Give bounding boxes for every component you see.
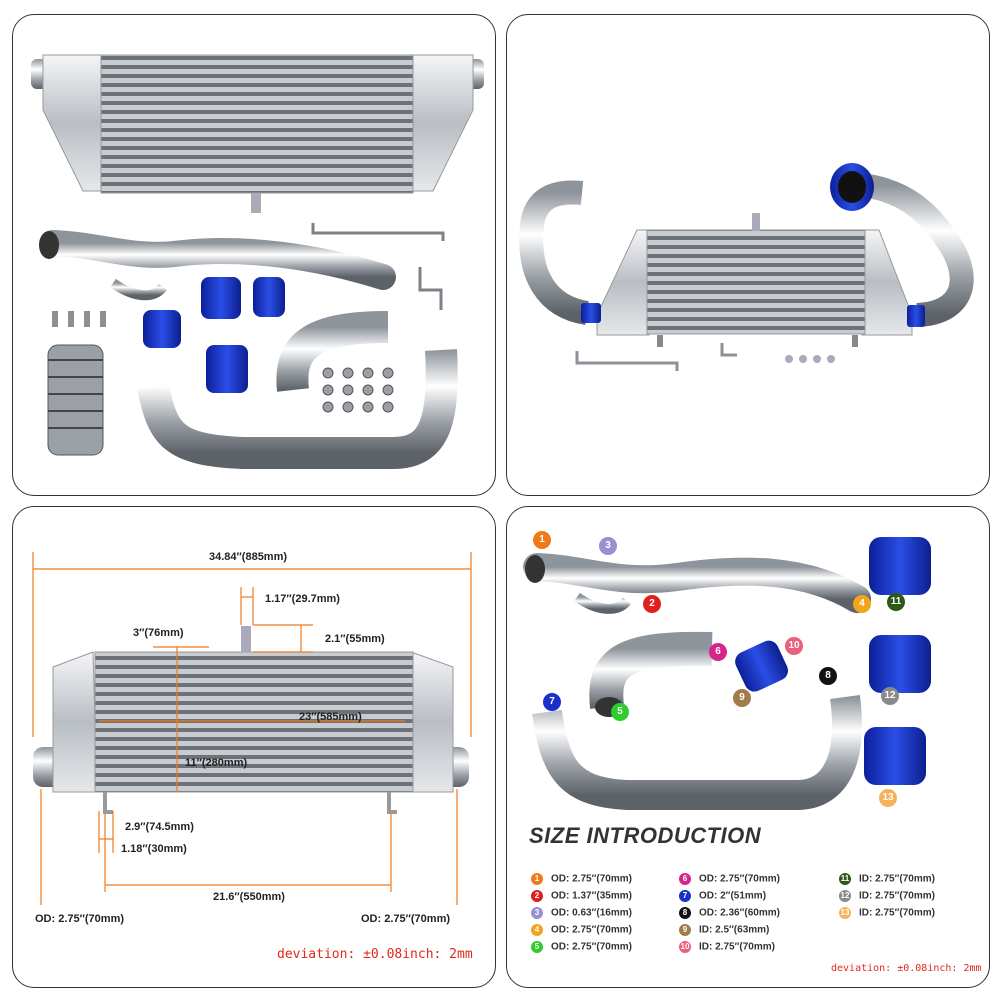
- size-introduction-panel: 1 3 2 4 11 6 10 8 9 12 7 5 13 SIZE INTRO…: [506, 506, 990, 988]
- dimension-intercooler: [33, 626, 469, 814]
- spec-item-5: 5 OD: 2.75″(70mm): [531, 941, 632, 953]
- mounting-brackets: [311, 223, 445, 310]
- deviation-note: deviation: ±0.08inch: 2mm: [277, 947, 473, 962]
- hose-clamps: [47, 344, 104, 456]
- spec-item-3: 3 OD: 0.63″(16mm): [531, 907, 632, 919]
- spec-text-13: ID: 2.75″(70mm): [859, 907, 935, 919]
- spec-text-10: ID: 2.75″(70mm): [699, 941, 775, 953]
- badge-2: 2: [643, 595, 661, 613]
- badge-9: 9: [733, 689, 751, 707]
- spec-text-11: ID: 2.75″(70mm): [859, 873, 935, 885]
- parts-diagram: [523, 537, 931, 810]
- spec-number-6: 6: [679, 873, 691, 885]
- left-piping: [519, 180, 590, 325]
- assembled-brackets: [575, 343, 737, 371]
- nuts-washers: [322, 367, 394, 413]
- badge-12: 12: [881, 687, 899, 705]
- dim-core-width: 23″(585mm): [299, 711, 362, 723]
- dim-od-left: OD: 2.75″(70mm): [35, 913, 125, 925]
- spec-item-12: 12 ID: 2.75″(70mm): [839, 890, 935, 902]
- u-pipe: [137, 349, 458, 469]
- bolts: [52, 311, 106, 327]
- spec-text-2: OD: 1.37″(35mm): [551, 890, 632, 902]
- upper-pipe: [39, 230, 396, 301]
- assembled-kit-image: [519, 163, 974, 371]
- badge-1: 1: [533, 531, 551, 549]
- badge-5: 5: [611, 703, 629, 721]
- badge-4: 4: [853, 595, 871, 613]
- spec-number-5: 5: [531, 941, 543, 953]
- intercooler-core: [31, 54, 484, 213]
- spec-text-9: ID: 2.5″(63mm): [699, 924, 770, 936]
- dimension-drawing: [32, 552, 472, 905]
- badge-6: 6: [709, 643, 727, 661]
- badge-13: 13: [879, 789, 897, 807]
- spec-item-6: 6 OD: 2.75″(70mm): [679, 873, 780, 885]
- right-piping: [860, 173, 974, 327]
- dim-total-width: 34.84″(885mm): [209, 551, 288, 563]
- silicone-couplers: [143, 277, 285, 393]
- spec-item-13: 13 ID: 2.75″(70mm): [839, 907, 935, 919]
- spec-number-2: 2: [531, 890, 543, 902]
- spec-item-11: 11 ID: 2.75″(70mm): [839, 873, 935, 885]
- badge-11: 11: [887, 593, 905, 611]
- spec-text-4: OD: 2.75″(70mm): [551, 924, 632, 936]
- spec-number-11: 11: [839, 873, 851, 885]
- p4-couplers: [735, 537, 931, 785]
- spec-text-12: ID: 2.75″(70mm): [859, 890, 935, 902]
- size-introduction-title: SIZE INTRODUCTION: [529, 823, 762, 848]
- spec-text-5: OD: 2.75″(70mm): [551, 941, 632, 953]
- spec-text-8: OD: 2.36″(60mm): [699, 907, 780, 919]
- badge-8: 8: [819, 667, 837, 685]
- dimension-lines: [32, 552, 472, 905]
- spec-number-9: 9: [679, 924, 691, 936]
- spec-number-4: 4: [531, 924, 543, 936]
- spec-text-7: OD: 2″(51mm): [699, 890, 767, 902]
- spec-item-2: 2 OD: 1.37″(35mm): [531, 890, 632, 902]
- dim-foot-span: 21.6″(550mm): [213, 891, 285, 903]
- kit-contents-panel: [12, 14, 496, 496]
- assembled-kit-panel: [506, 14, 990, 496]
- dim-od-right: OD: 2.75″(70mm): [361, 913, 451, 925]
- spec-text-1: OD: 2.75″(70mm): [551, 873, 632, 885]
- dim-core-height: 11″(280mm): [185, 757, 248, 769]
- spec-item-9: 9 ID: 2.5″(63mm): [679, 924, 769, 936]
- kit-contents-image: [31, 54, 484, 469]
- spec-number-7: 7: [679, 890, 691, 902]
- badge-10: 10: [785, 637, 803, 655]
- spec-number-3: 3: [531, 907, 543, 919]
- spec-text-6: OD: 2.75″(70mm): [699, 873, 780, 885]
- assembled-nuts: [785, 355, 835, 363]
- dim-tab-height: 2.1″(55mm): [325, 633, 385, 645]
- dim-tab-offset: 3″(76mm): [133, 627, 184, 639]
- spec-text-3: OD: 0.63″(16mm): [551, 907, 632, 919]
- dim-foot-height: 2.9″(74.5mm): [125, 821, 194, 833]
- spec-item-10: 10 ID: 2.75″(70mm): [679, 941, 775, 953]
- spec-number-12: 12: [839, 890, 851, 902]
- spec-number-1: 1: [531, 873, 543, 885]
- deviation-note-small: deviation: ±0.08inch: 2mm: [831, 963, 982, 974]
- spec-number-8: 8: [679, 907, 691, 919]
- spec-item-4: 4 OD: 2.75″(70mm): [531, 924, 632, 936]
- spec-number-13: 13: [839, 907, 851, 919]
- dimensions-panel: 34.84″(885mm) 1.17″(29.7mm) 3″(76mm) 2.1…: [12, 506, 496, 988]
- spec-item-8: 8 OD: 2.36″(60mm): [679, 907, 780, 919]
- badge-3: 3: [599, 537, 617, 555]
- spec-item-1: 1 OD: 2.75″(70mm): [531, 873, 632, 885]
- assembled-intercooler: [596, 213, 913, 347]
- spec-number-10: 10: [679, 941, 691, 953]
- spec-item-7: 7 OD: 2″(51mm): [679, 890, 766, 902]
- elbow-pipe: [276, 311, 389, 392]
- dim-tab-width: 1.17″(29.7mm): [265, 593, 340, 605]
- dim-foot-width: 1.18″(30mm): [121, 843, 187, 855]
- badge-7: 7: [543, 693, 561, 711]
